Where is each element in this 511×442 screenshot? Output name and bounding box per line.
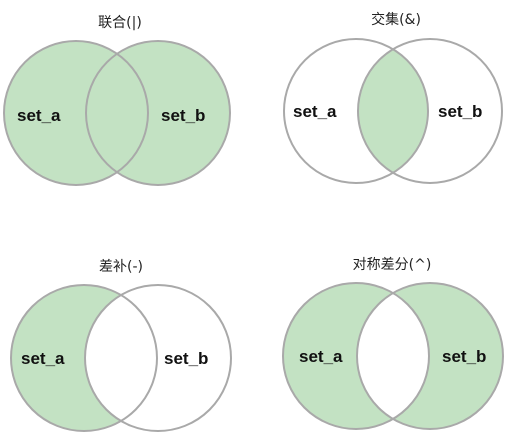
set-b-label: set_b — [442, 347, 486, 366]
set-b-label: set_b — [161, 106, 205, 125]
set-b-outline — [357, 38, 503, 184]
set-a-label: set_a — [293, 102, 337, 121]
set-b-region — [86, 41, 230, 185]
set-a-label: set_a — [21, 349, 65, 368]
panel-title-difference: 差补(-) — [99, 259, 143, 275]
panel-union: 联合(|) set_a set_b — [3, 15, 231, 186]
panel-title-intersection: 交集(&) — [371, 11, 421, 28]
set-b-label: set_b — [438, 102, 482, 121]
set-b-outline — [84, 284, 232, 432]
set-b-label: set_b — [164, 349, 208, 368]
set-b-outline — [85, 40, 231, 186]
set-a-outline — [282, 282, 430, 430]
set-a-outline — [3, 40, 149, 186]
set-a-label: set_a — [17, 106, 61, 125]
set-b-outline — [356, 282, 504, 430]
set-a-outline — [283, 38, 429, 184]
venn-symmetric-difference — [282, 282, 504, 430]
panel-difference: 差补(-) set_a set_b — [10, 259, 232, 432]
venn-difference — [10, 284, 232, 432]
panel-symmetric-difference: 对称差分(^) set_a set_b — [282, 257, 504, 430]
venn-union — [3, 40, 231, 186]
set-a-outline — [10, 284, 158, 432]
set-a-label: set_a — [299, 347, 343, 366]
panel-title-symmetric-difference: 对称差分(^) — [353, 257, 432, 273]
panel-intersection: 交集(&) set_a set_b — [283, 11, 503, 184]
venn-intersection — [283, 38, 503, 184]
intersection-cutout — [357, 283, 429, 429]
panel-title-union: 联合(|) — [98, 15, 142, 31]
intersection-region — [358, 39, 428, 183]
